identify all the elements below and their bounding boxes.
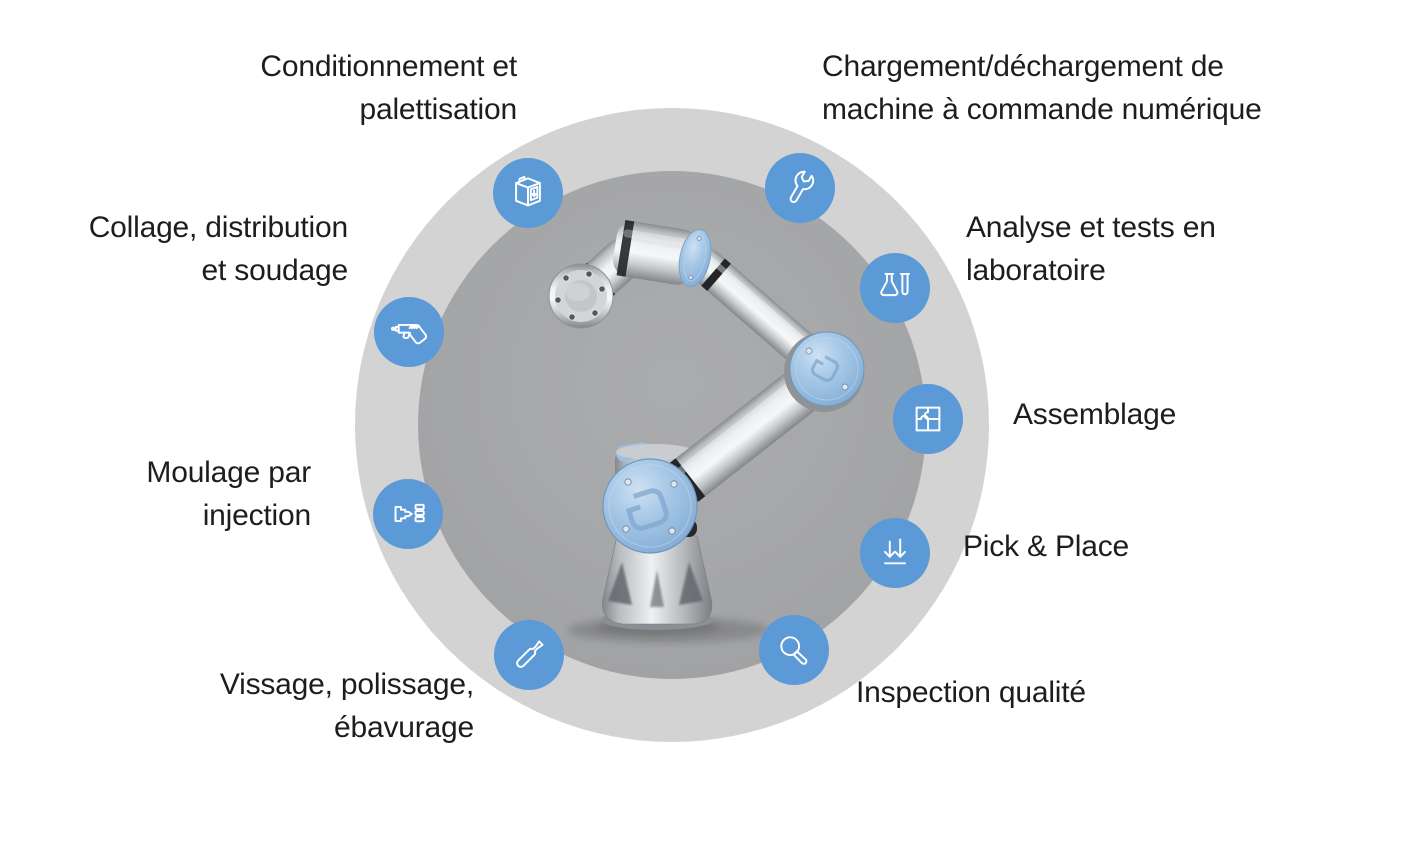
application-label-moulage: Moulage par injection bbox=[146, 456, 311, 532]
application-badge-conditionnement bbox=[493, 158, 563, 228]
puzzle-icon bbox=[915, 406, 941, 432]
application-label-analyse: Analyse et tests en laboratoire bbox=[966, 211, 1216, 287]
application-badge-collage bbox=[374, 297, 444, 367]
application-badge-analyse bbox=[860, 253, 930, 323]
down-arrows-icon bbox=[884, 538, 906, 565]
application-label-chargement: Chargement/déchargement de machine à com… bbox=[822, 50, 1262, 126]
application-badge-inspection bbox=[759, 615, 829, 685]
application-label-inspection: Inspection qualité bbox=[856, 676, 1086, 709]
application-badge-chargement bbox=[765, 153, 835, 223]
injection-molding-icon bbox=[394, 503, 425, 523]
application-label-conditionnement: Conditionnement et palettisation bbox=[260, 50, 517, 126]
lab-tests-icon bbox=[880, 272, 911, 297]
application-label-collage: Collage, distribution et soudage bbox=[88, 211, 348, 287]
magnifier-icon bbox=[780, 636, 808, 665]
application-label-vissage: Vissage, polissage, ébavurage bbox=[219, 668, 474, 744]
inner-background-circle bbox=[418, 171, 926, 679]
application-badge-assemblage bbox=[893, 384, 963, 454]
glue-gun-icon bbox=[390, 323, 428, 345]
packaging-box-icon bbox=[515, 175, 541, 207]
screwdriver-icon bbox=[516, 640, 544, 668]
application-badge-moulage bbox=[373, 479, 443, 549]
application-label-assemblage: Assemblage bbox=[1013, 398, 1177, 431]
application-badge-vissage bbox=[494, 620, 564, 690]
application-badge-pick-place bbox=[860, 518, 930, 588]
wrench-icon bbox=[789, 170, 815, 203]
application-label-pick-place: Pick & Place bbox=[963, 530, 1129, 563]
